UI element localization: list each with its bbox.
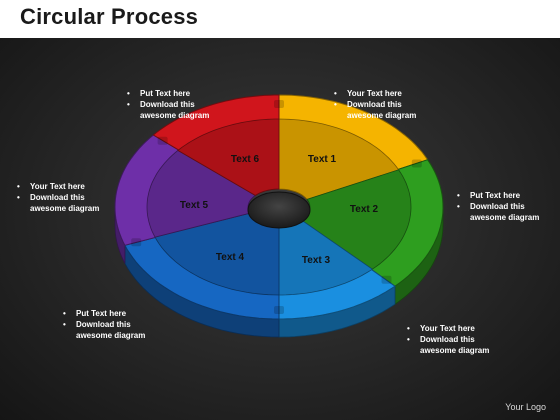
ring-labels: Text 1 Text 2 Text 3 Text 4 Text 5 Text 6 — [180, 154, 379, 266]
note-line: Download this — [60, 319, 145, 330]
note-bottom-right: Your Text here Download this awesome dia… — [404, 323, 489, 356]
note-line: Your Text here — [331, 88, 416, 99]
puzzle-tab — [131, 238, 142, 247]
segment-label: Text 6 — [231, 154, 260, 165]
note-line: awesome diagram — [420, 346, 490, 355]
page-title: Circular Process — [20, 4, 199, 29]
ring-inner-segment — [177, 118, 280, 196]
segment-label: Text 5 — [180, 200, 209, 211]
note-line: awesome diagram — [76, 331, 146, 340]
puzzle-tab — [157, 136, 168, 145]
note-bottom-left: Put Text here Download this awesome diag… — [60, 308, 145, 341]
segment-label: Text 1 — [308, 154, 337, 165]
puzzle-tab — [411, 159, 422, 168]
note-line: Download this — [404, 334, 489, 345]
logo-text: Your Logo — [505, 402, 546, 412]
note-top-left: Put Text here Download this awesome diag… — [124, 88, 209, 121]
note-line: awesome diagram — [470, 213, 540, 222]
note-top-right: Your Text here Download this awesome dia… — [331, 88, 416, 121]
header-bar: Circular Process — [0, 0, 560, 38]
puzzle-tab — [274, 306, 284, 314]
puzzle-tab — [381, 275, 392, 284]
note-line: Your Text here — [404, 323, 489, 334]
note-line: awesome diagram — [30, 204, 100, 213]
note-line: Download this — [14, 192, 99, 203]
note-line: Download this — [124, 99, 209, 110]
segment-label: Text 4 — [216, 252, 245, 263]
note-line: Download this — [331, 99, 416, 110]
center-hole — [247, 191, 311, 229]
note-line: awesome diagram — [347, 111, 417, 120]
note-left: Your Text here Download this awesome dia… — [14, 181, 99, 214]
note-line: Put Text here — [454, 190, 539, 201]
note-line: Put Text here — [60, 308, 145, 319]
ring-inner-segment — [146, 149, 257, 238]
note-line: Put Text here — [124, 88, 209, 99]
note-line: awesome diagram — [140, 111, 210, 120]
segment-label: Text 3 — [302, 255, 331, 266]
segment-label: Text 2 — [350, 204, 379, 215]
note-right: Put Text here Download this awesome diag… — [454, 190, 539, 223]
note-line: Download this — [454, 201, 539, 212]
ring-inner-top — [146, 118, 412, 296]
puzzle-tab — [274, 100, 284, 108]
note-line: Your Text here — [14, 181, 99, 192]
